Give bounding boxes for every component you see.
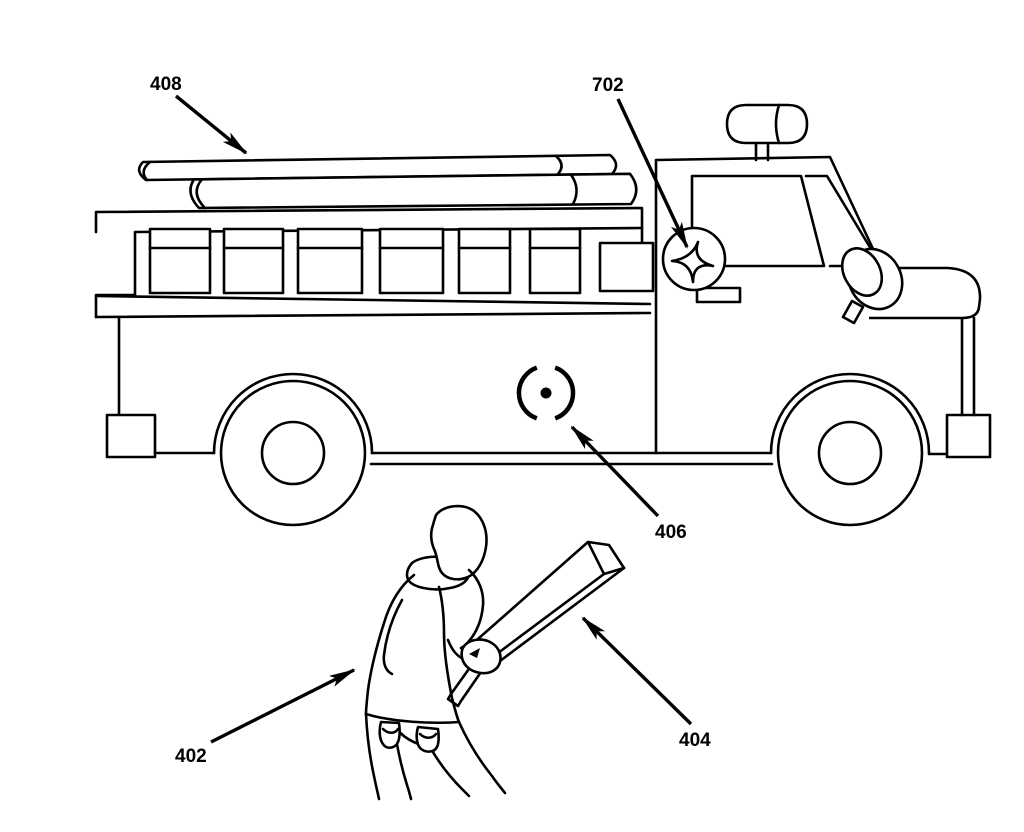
- label-408: 408: [150, 74, 248, 155]
- tube-joint-line2: [569, 173, 578, 206]
- rear-wheel: [212, 372, 374, 527]
- fire-truck: [94, 103, 992, 527]
- pocket-left: [378, 720, 401, 750]
- crosshair-marker: [516, 365, 576, 421]
- left-leg-outer: [364, 712, 381, 801]
- tube-cap-line: [142, 160, 152, 182]
- rail-windows: [148, 227, 655, 295]
- rail-window: [528, 227, 582, 295]
- front-hub: [817, 420, 883, 486]
- a-pillar: [804, 174, 873, 251]
- front-bumper-box: [945, 413, 992, 459]
- cab: [654, 103, 982, 455]
- label-404: 404: [581, 616, 711, 751]
- body-rails: [94, 206, 655, 319]
- light-bar-post: [754, 141, 770, 162]
- rear-wheel-arch: [212, 372, 374, 455]
- ladder: [137, 153, 638, 210]
- light-bar: [725, 103, 809, 162]
- rail-window: [296, 227, 364, 295]
- cab-outline: [654, 155, 876, 455]
- front-wheel: [769, 372, 931, 527]
- right-leg-inner: [428, 745, 471, 798]
- pocket-right: [415, 725, 440, 753]
- ladder-tube-bottom: [189, 172, 638, 210]
- label-406: 406: [570, 425, 687, 543]
- light-bar-divider: [774, 103, 781, 145]
- bottom-rail: [94, 294, 652, 319]
- front-strut: [960, 316, 976, 417]
- light-bar-housing: [725, 103, 809, 145]
- hand: [460, 638, 502, 675]
- front-wheel-arch: [769, 372, 931, 455]
- right-leg-outer: [457, 720, 507, 795]
- marker-dot: [540, 387, 552, 399]
- person: [364, 504, 507, 801]
- pocket-right-flap: [418, 732, 438, 740]
- bat-top-edge: [468, 540, 590, 648]
- bat-mid-edge: [492, 572, 606, 658]
- bat-handle: [449, 664, 483, 703]
- marker-left-arc: [516, 365, 538, 421]
- head: [429, 504, 488, 581]
- annotations: 408 702 406 402 404: [150, 74, 711, 767]
- bat-end-face: [586, 540, 626, 576]
- tube-joint-line: [554, 154, 563, 176]
- tube-cap-line2: [195, 178, 207, 210]
- door-handle: [695, 286, 742, 304]
- emblem-star: [670, 240, 715, 284]
- thumb-mark: [469, 648, 480, 658]
- rail-window: [378, 227, 445, 295]
- ref-number-402: 402: [175, 746, 207, 767]
- marker-right-arc: [554, 365, 576, 421]
- emblem: [661, 226, 727, 292]
- chassis: [105, 315, 992, 466]
- coat-back: [364, 573, 416, 716]
- rail-window: [598, 241, 655, 293]
- rear-hub: [260, 420, 326, 486]
- mirror-handle: [841, 299, 865, 325]
- ref-number-702: 702: [592, 75, 624, 96]
- left-sleeve: [382, 598, 404, 676]
- coat-hem: [364, 712, 461, 725]
- spotlight-mirror: [840, 247, 904, 325]
- bat-bottom-edge: [498, 566, 626, 663]
- ref-number-408: 408: [150, 74, 182, 95]
- ref-number-406: 406: [655, 522, 687, 543]
- ref-number-404: 404: [679, 730, 711, 751]
- rail-window: [222, 227, 285, 295]
- person-with-bat: [364, 504, 626, 801]
- rail-window: [457, 227, 512, 295]
- pocket-left-flap: [381, 727, 400, 735]
- bat: [446, 540, 626, 708]
- rail-window: [148, 227, 212, 295]
- rear-step-box: [105, 413, 157, 459]
- coat-front: [437, 585, 461, 724]
- label-402: 402: [175, 668, 356, 767]
- label-702: 702: [592, 75, 689, 249]
- mirror-face: [840, 247, 884, 297]
